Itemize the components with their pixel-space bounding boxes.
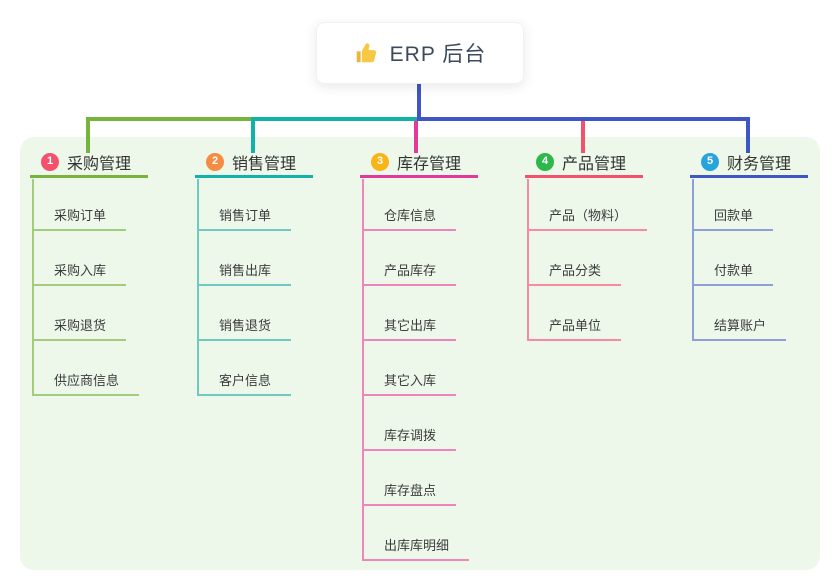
child-topic[interactable]: 库存调拨 [362, 425, 457, 451]
branch-number-badge: 2 [206, 152, 224, 171]
child-topic[interactable]: 其它入库 [362, 370, 457, 396]
branch-label: 采购管理 [67, 155, 132, 173]
branch-number-badge: 5 [701, 152, 719, 171]
branch-number-badge: 3 [371, 152, 389, 171]
branch-trunk-line [362, 179, 364, 561]
branch-label: 产品管理 [562, 155, 627, 173]
child-topic[interactable]: 产品库存 [362, 260, 457, 286]
child-topic[interactable]: 客户信息 [197, 370, 292, 396]
thumbs-up-icon [356, 43, 376, 63]
branch-topic-1[interactable]: 1 采购管理 [30, 148, 148, 178]
child-topic[interactable]: 结算账户 [692, 315, 787, 341]
branch-topic-2[interactable]: 2 销售管理 [195, 148, 313, 178]
child-topic[interactable]: 其它出库 [362, 315, 457, 341]
branch-label: 库存管理 [397, 155, 462, 173]
child-topic[interactable]: 库存盘点 [362, 480, 457, 506]
branch-connector-drop [86, 117, 90, 153]
root-connector-line [417, 82, 421, 121]
root-node-label: ERP 后台 [389, 43, 487, 66]
branch-trunk-line [32, 179, 34, 396]
child-topic[interactable]: 产品（物料） [527, 205, 648, 231]
child-topic[interactable]: 采购订单 [32, 205, 127, 231]
branch-connector-drop [251, 117, 255, 153]
branch-number-badge: 4 [536, 152, 554, 171]
branch-topic-5[interactable]: 5 财务管理 [690, 148, 808, 178]
branch-connector-drop [414, 117, 418, 153]
child-topic[interactable]: 销售退货 [197, 315, 292, 341]
branch-connector-rail [251, 117, 419, 121]
branch-trunk-line [527, 179, 529, 341]
root-node[interactable]: ERP 后台 [316, 22, 524, 84]
child-topic[interactable]: 产品单位 [527, 315, 622, 341]
branch-connector-drop [746, 117, 750, 153]
child-topic[interactable]: 回款单 [692, 205, 774, 231]
child-topic[interactable]: 采购退货 [32, 315, 127, 341]
branch-label: 销售管理 [232, 155, 297, 173]
child-topic[interactable]: 出库库明细 [362, 535, 470, 561]
branch-label: 财务管理 [727, 155, 792, 173]
branch-connector-rail [86, 117, 254, 121]
branch-number-badge: 1 [41, 152, 59, 171]
child-topic[interactable]: 产品分类 [527, 260, 622, 286]
child-topic[interactable]: 采购入库 [32, 260, 127, 286]
child-topic[interactable]: 销售出库 [197, 260, 292, 286]
child-topic[interactable]: 付款单 [692, 260, 774, 286]
branch-trunk-line [197, 179, 199, 396]
branch-topic-4[interactable]: 4 产品管理 [525, 148, 643, 178]
child-topic[interactable]: 仓库信息 [362, 205, 457, 231]
branches-background-panel [20, 137, 820, 570]
child-topic[interactable]: 销售订单 [197, 205, 292, 231]
branch-connector-rail [417, 117, 750, 121]
child-topic[interactable]: 供应商信息 [32, 370, 140, 396]
branch-trunk-line [692, 179, 694, 341]
branch-connector-drop [581, 117, 585, 153]
branch-topic-3[interactable]: 3 库存管理 [360, 148, 478, 178]
